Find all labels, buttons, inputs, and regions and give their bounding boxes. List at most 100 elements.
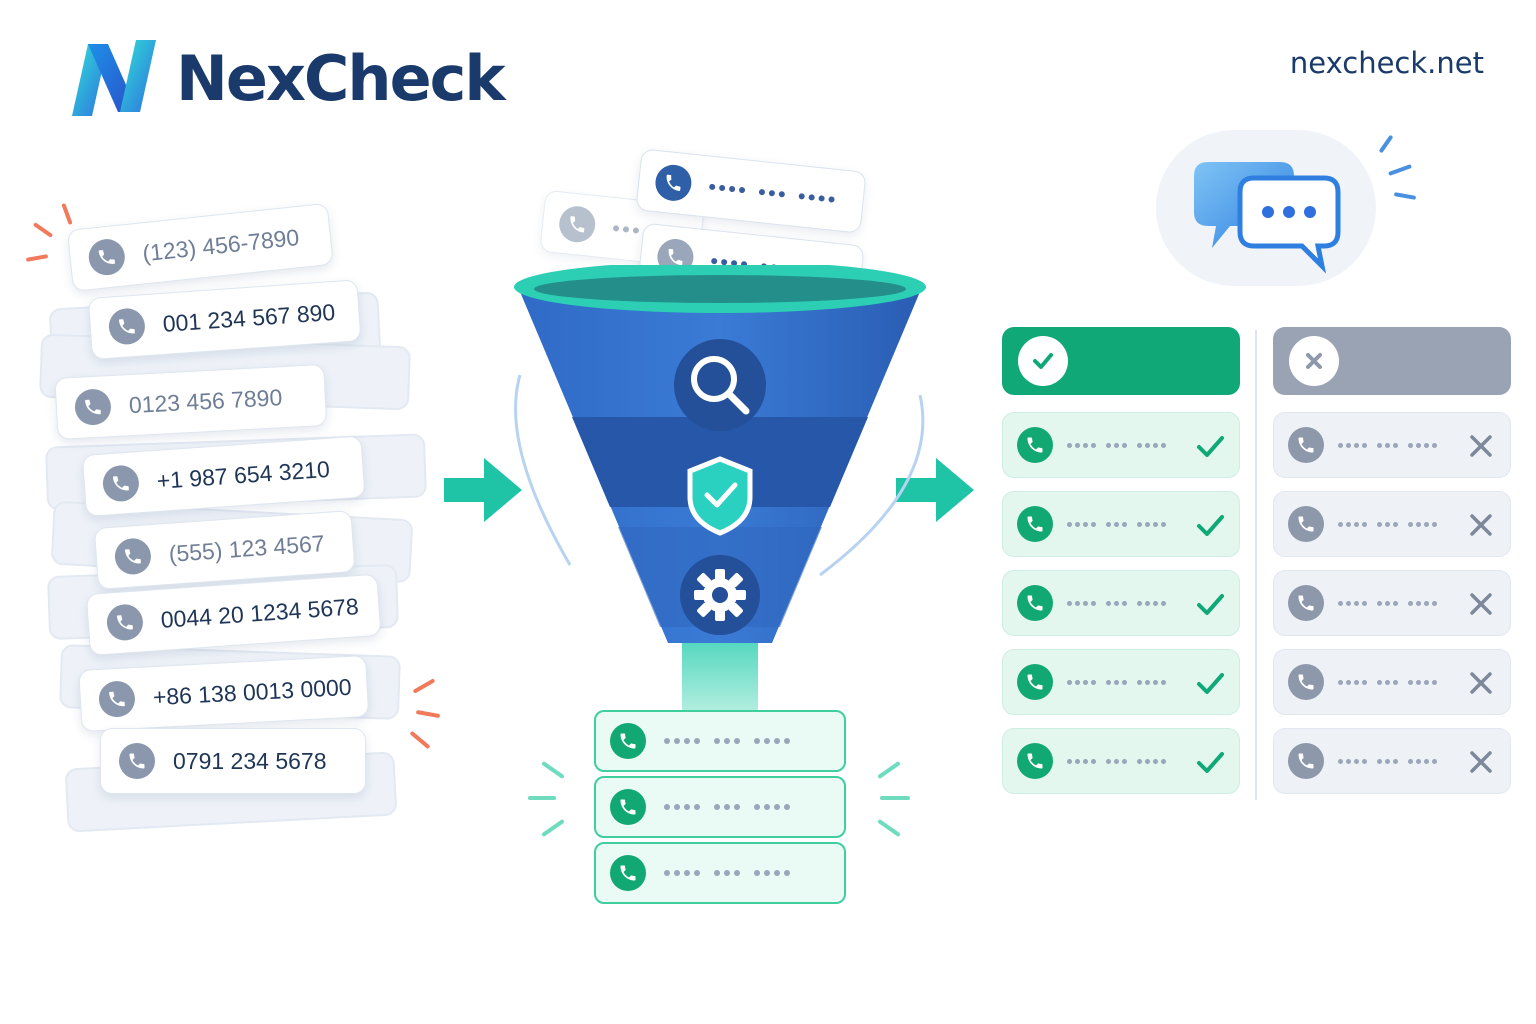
masked-number bbox=[664, 738, 790, 744]
invalid-column-header bbox=[1273, 327, 1511, 395]
masked-number bbox=[664, 804, 790, 810]
shield-check-icon bbox=[687, 456, 753, 536]
phone-icon bbox=[1017, 506, 1053, 542]
incoming-number-card bbox=[637, 222, 865, 308]
invalid-number-row bbox=[1273, 570, 1511, 636]
spark-line bbox=[541, 760, 565, 780]
phone-icon bbox=[1017, 585, 1053, 621]
spark-line bbox=[541, 818, 565, 838]
phone-icon bbox=[1288, 506, 1324, 542]
x-icon bbox=[1470, 751, 1492, 773]
number-card: +86 138 0013 0000 bbox=[78, 654, 370, 732]
valid-number-row bbox=[1002, 412, 1240, 478]
phone-number: (123) 456-7890 bbox=[141, 223, 301, 266]
spark-line bbox=[25, 254, 49, 262]
masked-number bbox=[612, 225, 640, 234]
valid-number-row bbox=[1002, 728, 1240, 794]
spark-line bbox=[409, 730, 431, 750]
phone-icon bbox=[113, 537, 153, 576]
masked-number bbox=[1338, 600, 1437, 606]
check-circle-icon bbox=[1018, 336, 1068, 386]
incoming-number-card bbox=[539, 189, 705, 269]
x-circle-icon bbox=[1289, 336, 1339, 386]
spark-line bbox=[1378, 134, 1394, 154]
phone-icon bbox=[557, 204, 598, 245]
masked-number bbox=[1338, 442, 1437, 448]
phone-icon bbox=[653, 163, 694, 203]
x-icon bbox=[1470, 593, 1492, 615]
invalid-number-row bbox=[1273, 728, 1511, 794]
phone-icon bbox=[1017, 427, 1053, 463]
number-card: (123) 456-7890 bbox=[66, 202, 334, 292]
verification-funnel bbox=[514, 265, 926, 725]
number-card: +1 987 654 3210 bbox=[81, 435, 366, 517]
check-icon bbox=[1197, 673, 1224, 694]
check-icon bbox=[1197, 436, 1224, 457]
number-card: 0791 234 5678 bbox=[100, 728, 366, 794]
spark-line bbox=[61, 202, 73, 226]
spark-line bbox=[415, 709, 441, 719]
spark-line bbox=[877, 818, 901, 838]
masked-number bbox=[1067, 679, 1166, 685]
phone-icon bbox=[98, 680, 136, 718]
masked-number bbox=[664, 870, 790, 876]
number-card: 0044 20 1234 5678 bbox=[85, 573, 382, 656]
masked-number bbox=[1067, 442, 1166, 448]
masked-number bbox=[1338, 679, 1437, 685]
phone-icon bbox=[87, 237, 127, 277]
spark-line bbox=[412, 678, 436, 694]
phone-number: +1 987 654 3210 bbox=[155, 455, 331, 494]
phone-icon bbox=[119, 743, 155, 779]
valid-number-row bbox=[1002, 649, 1240, 715]
arrow-right-icon bbox=[896, 458, 974, 522]
invalid-number-row bbox=[1273, 412, 1511, 478]
verified-output-card bbox=[594, 710, 846, 772]
number-card: 0123 456 7890 bbox=[54, 363, 328, 440]
phone-number: (555) 123 4567 bbox=[167, 529, 326, 567]
x-icon bbox=[1470, 435, 1492, 457]
phone-icon bbox=[1017, 743, 1053, 779]
masked-number bbox=[708, 183, 835, 203]
x-icon bbox=[1470, 514, 1492, 536]
spark-line bbox=[1388, 164, 1412, 176]
phone-icon bbox=[1288, 664, 1324, 700]
phone-number: 001 234 567 890 bbox=[161, 298, 336, 337]
spark-line bbox=[880, 796, 910, 800]
phone-icon bbox=[610, 723, 646, 759]
invalid-number-row bbox=[1273, 649, 1511, 715]
phone-number: 0044 20 1234 5678 bbox=[159, 592, 360, 633]
valid-number-row bbox=[1002, 491, 1240, 557]
phone-icon bbox=[610, 855, 646, 891]
spark-line bbox=[528, 796, 556, 800]
verified-output-card bbox=[594, 842, 846, 904]
site-url: nexcheck.net bbox=[1289, 46, 1484, 80]
phone-icon bbox=[107, 307, 147, 346]
phone-number: +86 138 0013 0000 bbox=[152, 673, 353, 710]
number-card: (555) 123 4567 bbox=[93, 510, 356, 590]
column-divider bbox=[1255, 330, 1257, 800]
phone-number: 0791 234 5678 bbox=[173, 747, 327, 774]
phone-icon bbox=[101, 464, 141, 503]
spark-line bbox=[877, 760, 901, 780]
phone-icon bbox=[1288, 585, 1324, 621]
brand-name: NexCheck bbox=[176, 41, 506, 115]
masked-number bbox=[1338, 521, 1437, 527]
check-icon bbox=[1197, 515, 1224, 536]
phone-icon bbox=[655, 237, 696, 277]
nexcheck-logo-icon bbox=[72, 40, 156, 116]
arrow-right-icon bbox=[444, 458, 522, 522]
incoming-number-card bbox=[635, 148, 867, 234]
chat-bubbles-icon bbox=[1194, 162, 1341, 274]
valid-column-header bbox=[1002, 327, 1240, 395]
masked-number bbox=[1338, 758, 1437, 764]
invalid-number-row bbox=[1273, 491, 1511, 557]
x-icon bbox=[1470, 672, 1492, 694]
check-icon bbox=[1197, 594, 1224, 615]
phone-icon bbox=[610, 789, 646, 825]
verified-output-card bbox=[594, 776, 846, 838]
number-card: 001 234 567 890 bbox=[87, 279, 362, 360]
masked-number bbox=[1067, 521, 1166, 527]
gear-icon bbox=[680, 555, 760, 635]
phone-icon bbox=[105, 603, 145, 642]
phone-icon bbox=[74, 388, 112, 426]
